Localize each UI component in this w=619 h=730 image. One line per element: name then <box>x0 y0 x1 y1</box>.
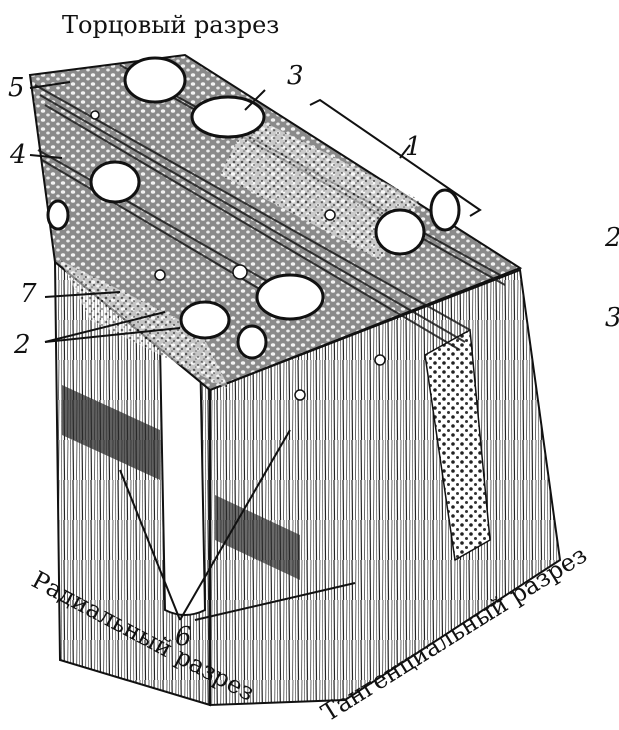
vessel <box>125 58 185 102</box>
small-pore <box>155 270 165 280</box>
callout-6: 6 <box>175 622 192 652</box>
small-pore <box>325 210 335 220</box>
callout-7: 7 <box>20 279 37 309</box>
callout-edge-2: 2 <box>604 223 619 253</box>
cross-section-title: Торцовый разрез <box>62 11 279 39</box>
small-pore <box>295 390 305 400</box>
vessel <box>48 201 68 229</box>
callout-edge-3: 3 <box>605 303 619 333</box>
vessel <box>238 326 266 358</box>
vessel <box>181 302 229 338</box>
callout-1: 1 <box>405 132 422 162</box>
small-pore <box>233 265 247 279</box>
callout-2: 2 <box>13 330 31 360</box>
vessel <box>431 190 459 230</box>
callout-3: 3 <box>287 61 304 91</box>
callout-4: 4 <box>9 140 27 170</box>
vessel <box>91 162 139 202</box>
vessel <box>376 210 424 254</box>
callout-5: 5 <box>8 73 25 103</box>
small-pore <box>91 111 99 119</box>
small-pore <box>375 355 385 365</box>
vessel <box>257 275 323 319</box>
